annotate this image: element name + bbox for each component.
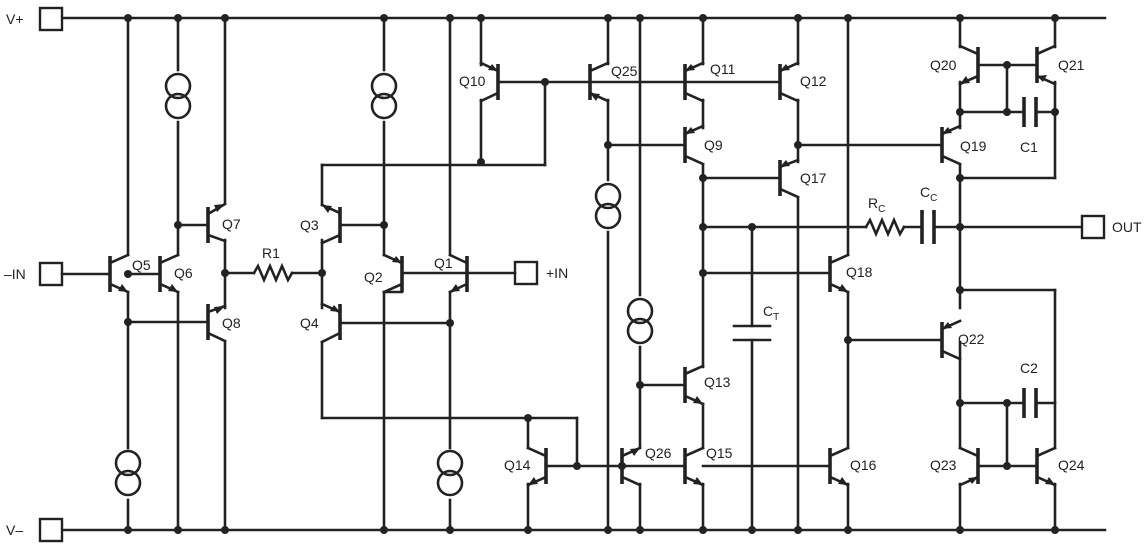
label-q21: Q21 bbox=[1058, 57, 1085, 73]
label-q15: Q15 bbox=[706, 445, 733, 461]
output-terminal: OUT bbox=[1080, 214, 1142, 240]
noninv-input-terminal: +IN bbox=[465, 260, 568, 286]
label-q12: Q12 bbox=[800, 73, 827, 89]
component-labels: Q1 Q2 Q3 Q4 Q5 Q6 Q7 Q8 Q9 Q10 Q11 Q12 Q… bbox=[132, 57, 1085, 473]
inv-input-terminal: –IN bbox=[4, 261, 112, 287]
vplus-label: V+ bbox=[6, 11, 24, 27]
inv-input-label: –IN bbox=[4, 266, 26, 282]
label-q26: Q26 bbox=[645, 445, 672, 461]
label-q5: Q5 bbox=[132, 257, 151, 273]
input-stage-center bbox=[318, 14, 592, 534]
label-q2: Q2 bbox=[364, 269, 383, 285]
label-q4: Q4 bbox=[300, 315, 319, 331]
label-c1: C1 bbox=[1020, 139, 1038, 155]
label-q14: Q14 bbox=[504, 457, 531, 473]
label-q6: Q6 bbox=[174, 265, 193, 281]
label-r1: R1 bbox=[262, 245, 280, 261]
label-q18: Q18 bbox=[846, 264, 873, 280]
label-cc: CC bbox=[920, 184, 937, 204]
bias-network bbox=[524, 14, 707, 534]
label-q1: Q1 bbox=[434, 255, 453, 271]
label-q25: Q25 bbox=[611, 63, 638, 79]
label-q9: Q9 bbox=[704, 137, 723, 153]
vplus-terminal: V+ bbox=[6, 6, 64, 32]
label-q7: Q7 bbox=[222, 216, 241, 232]
label-q19: Q19 bbox=[960, 138, 987, 154]
label-q17: Q17 bbox=[800, 170, 827, 186]
gain-stage bbox=[683, 14, 944, 534]
label-q22: Q22 bbox=[958, 331, 985, 347]
output-label: OUT bbox=[1112, 219, 1142, 235]
label-q24: Q24 bbox=[1058, 457, 1085, 473]
label-q10: Q10 bbox=[459, 73, 486, 89]
vminus-label: V– bbox=[6, 522, 23, 538]
label-ct: CT bbox=[763, 303, 779, 323]
label-q13: Q13 bbox=[704, 374, 731, 390]
label-c2: C2 bbox=[1020, 360, 1038, 376]
label-q3: Q3 bbox=[300, 217, 319, 233]
supply-rails bbox=[61, 16, 1107, 532]
vminus-terminal: V– bbox=[6, 517, 64, 543]
label-q11: Q11 bbox=[710, 61, 736, 77]
label-rc: RC bbox=[868, 195, 885, 215]
label-q20: Q20 bbox=[930, 57, 957, 73]
noninv-input-label: +IN bbox=[546, 265, 568, 281]
compensation-rc-cc bbox=[864, 210, 1084, 244]
output-stage bbox=[940, 14, 1059, 534]
label-q16: Q16 bbox=[850, 457, 877, 473]
label-q8: Q8 bbox=[222, 315, 241, 331]
resistor-r1 bbox=[223, 262, 324, 284]
label-q23: Q23 bbox=[930, 457, 957, 473]
input-stage-left bbox=[108, 14, 229, 534]
